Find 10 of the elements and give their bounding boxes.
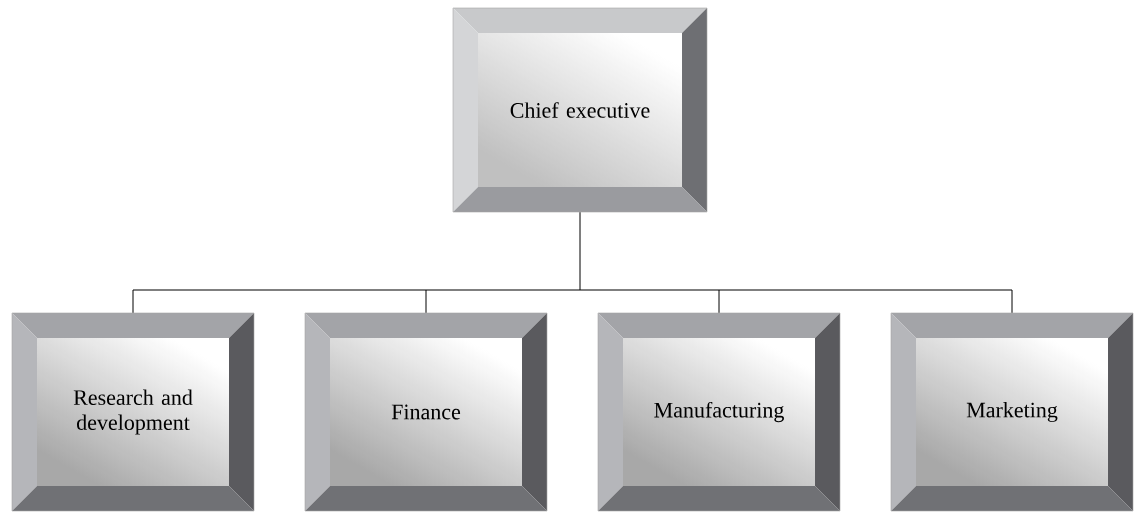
bevel-box: Research and development [11,312,255,512]
bevel-box: Marketing [890,312,1134,512]
bevel-box: Manufacturing [597,312,841,512]
connector-trunk [132,211,1013,291]
connector-line [425,289,427,314]
connector-line [132,289,134,314]
connector-line [1011,289,1013,314]
bevel-box: Finance [304,312,548,512]
bevel-box: Chief executive [452,7,708,213]
connector-line [718,289,720,314]
